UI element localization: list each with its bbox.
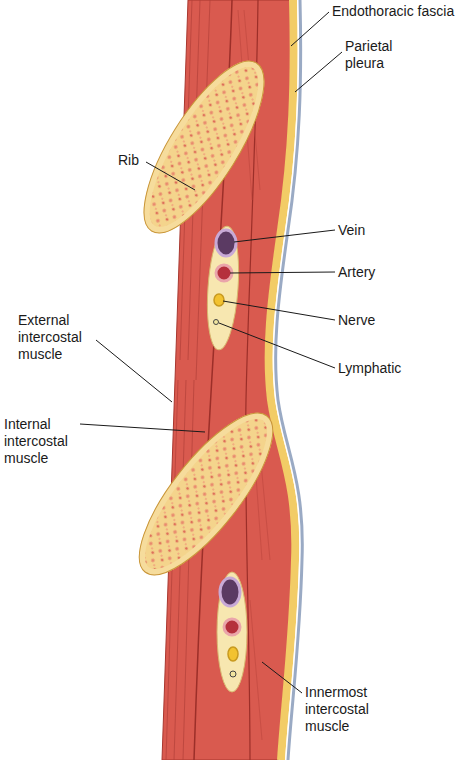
part-label: Innermost intercostal muscle [305,684,393,735]
part-label: External intercostal muscle [18,312,106,363]
part-label: Nerve [338,312,458,329]
part-label: Rib [118,152,158,169]
part-label: Artery [338,264,458,281]
part-label: Parietal pleura [345,38,415,72]
part-label: Vein [338,222,458,239]
part-label: Internal intercostal muscle [4,416,88,467]
part-label: Lymphatic [338,360,458,377]
part-label: Endothoracic fascia [332,3,468,20]
